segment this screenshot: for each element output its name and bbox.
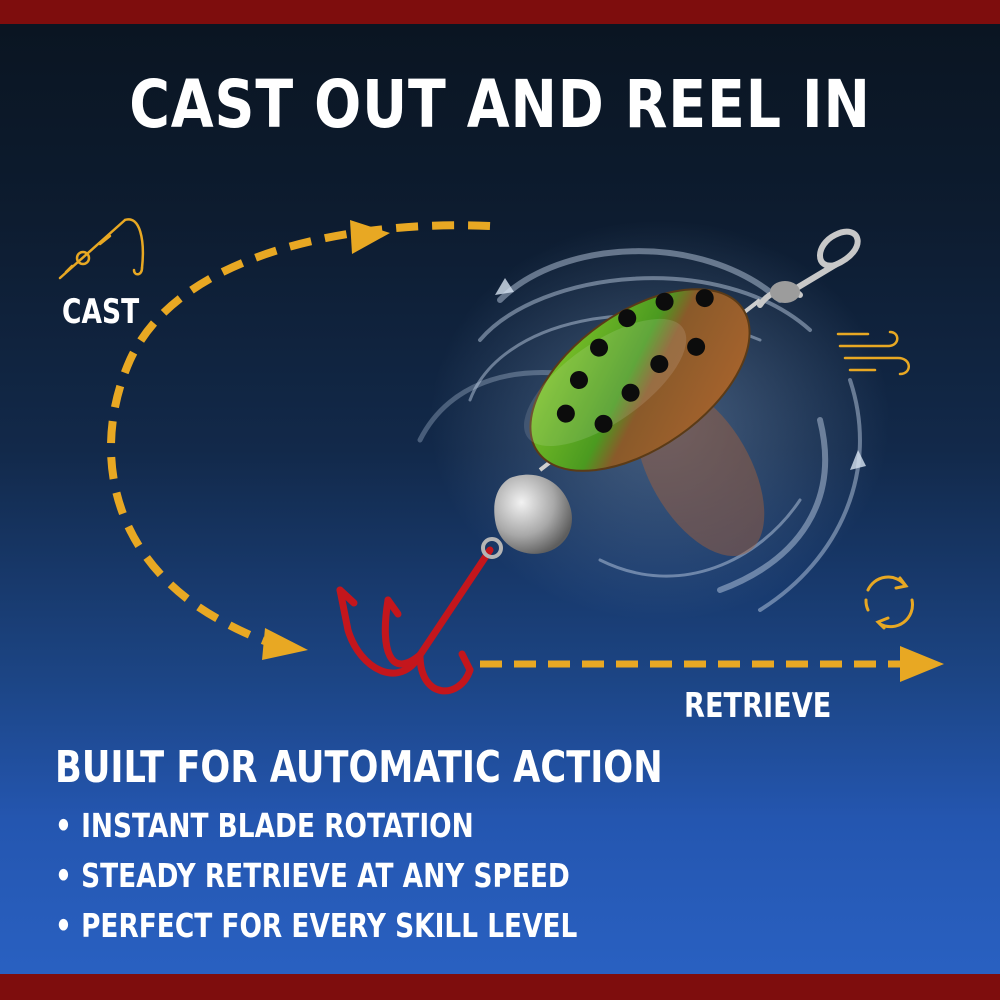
features-list: • INSTANT BLADE ROTATION • STEADY RETRIE… [55,801,815,951]
bottom-frame-bar [0,974,1000,1000]
features-title: BUILT FOR AUTOMATIC ACTION [55,742,663,793]
retrieve-arrowhead [900,646,944,682]
swivel-barrel [770,281,800,303]
cast-arc-arrowhead [262,628,308,660]
cast-arrowhead [350,220,390,254]
page-title: CAST OUT AND REEL IN [129,66,871,143]
spinner-blade [523,288,751,472]
feature-item: • INSTANT BLADE ROTATION [55,806,474,845]
treble-hook [336,546,494,695]
fishing-rod-icon [58,218,145,280]
cast-arc-path [107,221,491,654]
feature-item: • STEADY RETRIEVE AT ANY SPEED [55,856,570,895]
top-frame-bar [0,0,1000,24]
wind-icon [836,330,910,376]
hook-eye [481,537,503,559]
swirl-arrow-head [850,450,866,470]
cast-label: CAST [62,292,140,332]
lure-body [494,474,572,554]
feature-item: • PERFECT FOR EVERY SKILL LEVEL [55,906,578,945]
swirl-arrow-head [495,278,514,295]
features-section: BUILT FOR AUTOMATIC ACTION • INSTANT BLA… [55,742,815,951]
retrieve-label: RETRIEVE [684,686,832,726]
swirl-motion-lines [417,248,862,612]
rotation-arrows-icon [864,575,914,630]
